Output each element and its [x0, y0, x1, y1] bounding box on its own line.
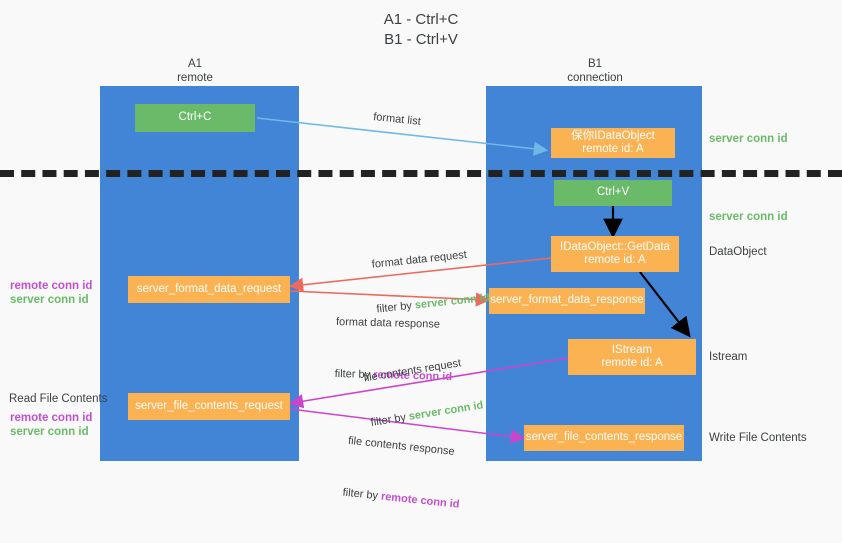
diagram-canvas: A1 - Ctrl+C B1 - Ctrl+V A1 remote B1 con… [0, 11, 842, 511]
box-idataobject-getdata[interactable]: IDataObject::GetData remote id: A [551, 236, 679, 272]
note-istream: Istream [709, 351, 748, 363]
note-conn-pair-1: remote conn id server conn id [10, 279, 92, 307]
box-server-format-data-response[interactable]: server_format_data_response [489, 288, 645, 314]
note-server-conn-id-mid: server conn id [709, 211, 788, 223]
arrow-label-file-contents-response-line2: filter by remote conn id [342, 486, 461, 511]
note-dataobject: DataObject [709, 246, 767, 258]
box-idataobject[interactable]: 保你IDataObject remote id: A [551, 128, 675, 158]
note-conn-pair-2: remote conn id server conn id [10, 411, 92, 439]
box-istream[interactable]: IStream remote id: A [568, 339, 696, 375]
note-read-file-contents: Read File Contents [9, 393, 108, 405]
dashed-divider [0, 170, 842, 177]
note-remote-conn-id-2: remote conn id [10, 412, 93, 424]
arrow-label-file-contents-response-line1: file contents response [347, 434, 456, 458]
box-server-format-data-request[interactable]: server_format_data_request [128, 276, 290, 303]
lane-header-a1: A1 remote [177, 58, 213, 84]
page-title: A1 - Ctrl+C B1 - Ctrl+V [383, 11, 459, 48]
arrow-label-format-data-request-line1: format data request [371, 248, 468, 271]
box-ctrl-c[interactable]: Ctrl+C [135, 104, 255, 132]
arrow-label-format-list: format list [372, 110, 422, 128]
note-server-conn-id-1: server conn id [10, 294, 89, 306]
box-server-file-contents-request[interactable]: server_file_contents_request [128, 393, 290, 420]
note-server-conn-id-2: server conn id [10, 426, 89, 438]
note-remote-conn-id-1: remote conn id [10, 280, 93, 292]
arrow-label-file-contents-response: file contents response filter by remote … [339, 404, 469, 543]
note-write-file-contents: Write File Contents [709, 432, 807, 444]
note-server-conn-id-top: server conn id [709, 133, 788, 145]
lane-header-b1: B1 connection [567, 58, 623, 84]
box-server-file-contents-response[interactable]: server_file_contents_response [524, 425, 684, 451]
arrow-label-file-contents-request-line1: file contents request [362, 357, 462, 385]
box-ctrl-v[interactable]: Ctrl+V [554, 180, 672, 206]
